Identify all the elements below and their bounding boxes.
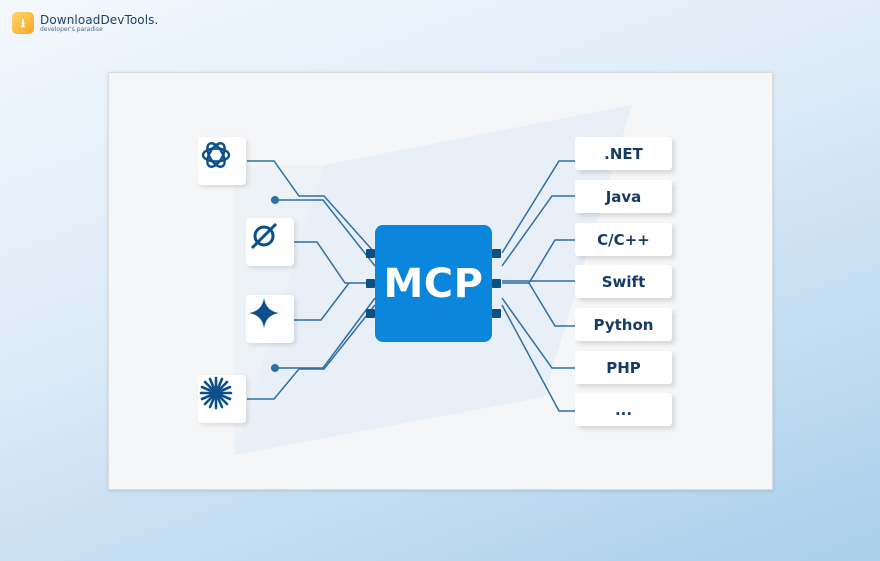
claude-starburst-icon <box>198 375 246 423</box>
connector-dot <box>271 196 279 204</box>
connector-claude <box>247 304 376 400</box>
gemini-sparkle-icon <box>246 295 294 343</box>
connector-cpp <box>502 239 575 284</box>
watermark-brand: DownloadDevTools. <box>40 12 159 27</box>
connector-dot <box>271 364 279 372</box>
chip-pin <box>492 279 501 288</box>
chip-pin <box>366 279 375 288</box>
lang-php: PHP <box>575 351 672 384</box>
connector-dotnet <box>501 160 575 254</box>
watermark-tagline: developer's paradise <box>40 25 103 33</box>
lang-python: Python <box>575 308 672 341</box>
chip-pin <box>492 309 501 318</box>
connector-java <box>501 195 575 267</box>
lang-java: Java <box>575 180 672 213</box>
lang-swift: Swift <box>575 265 672 298</box>
diagram-card: MCP .NET Java C/C++ Swift Python PHP ... <box>108 72 773 490</box>
lang-more: ... <box>575 393 672 426</box>
connector-more <box>501 304 575 412</box>
chip-pin <box>492 249 501 258</box>
mcp-label: MCP <box>383 260 484 307</box>
connector-php <box>501 297 575 369</box>
lang-dotnet: .NET <box>575 137 672 170</box>
perplexity-icon <box>246 218 294 266</box>
mcp-chip: MCP <box>375 225 492 342</box>
download-logo-icon: ⭳ <box>12 12 34 34</box>
lang-cpp: C/C++ <box>575 223 672 256</box>
connector-python <box>528 282 575 327</box>
connector-openai <box>247 160 376 254</box>
connector-perplexity <box>294 241 375 284</box>
watermark: ⭳ DownloadDevTools. developer's paradise <box>12 12 158 34</box>
openai-icon <box>198 137 246 185</box>
chip-pin <box>366 309 375 318</box>
chip-pin <box>366 249 375 258</box>
